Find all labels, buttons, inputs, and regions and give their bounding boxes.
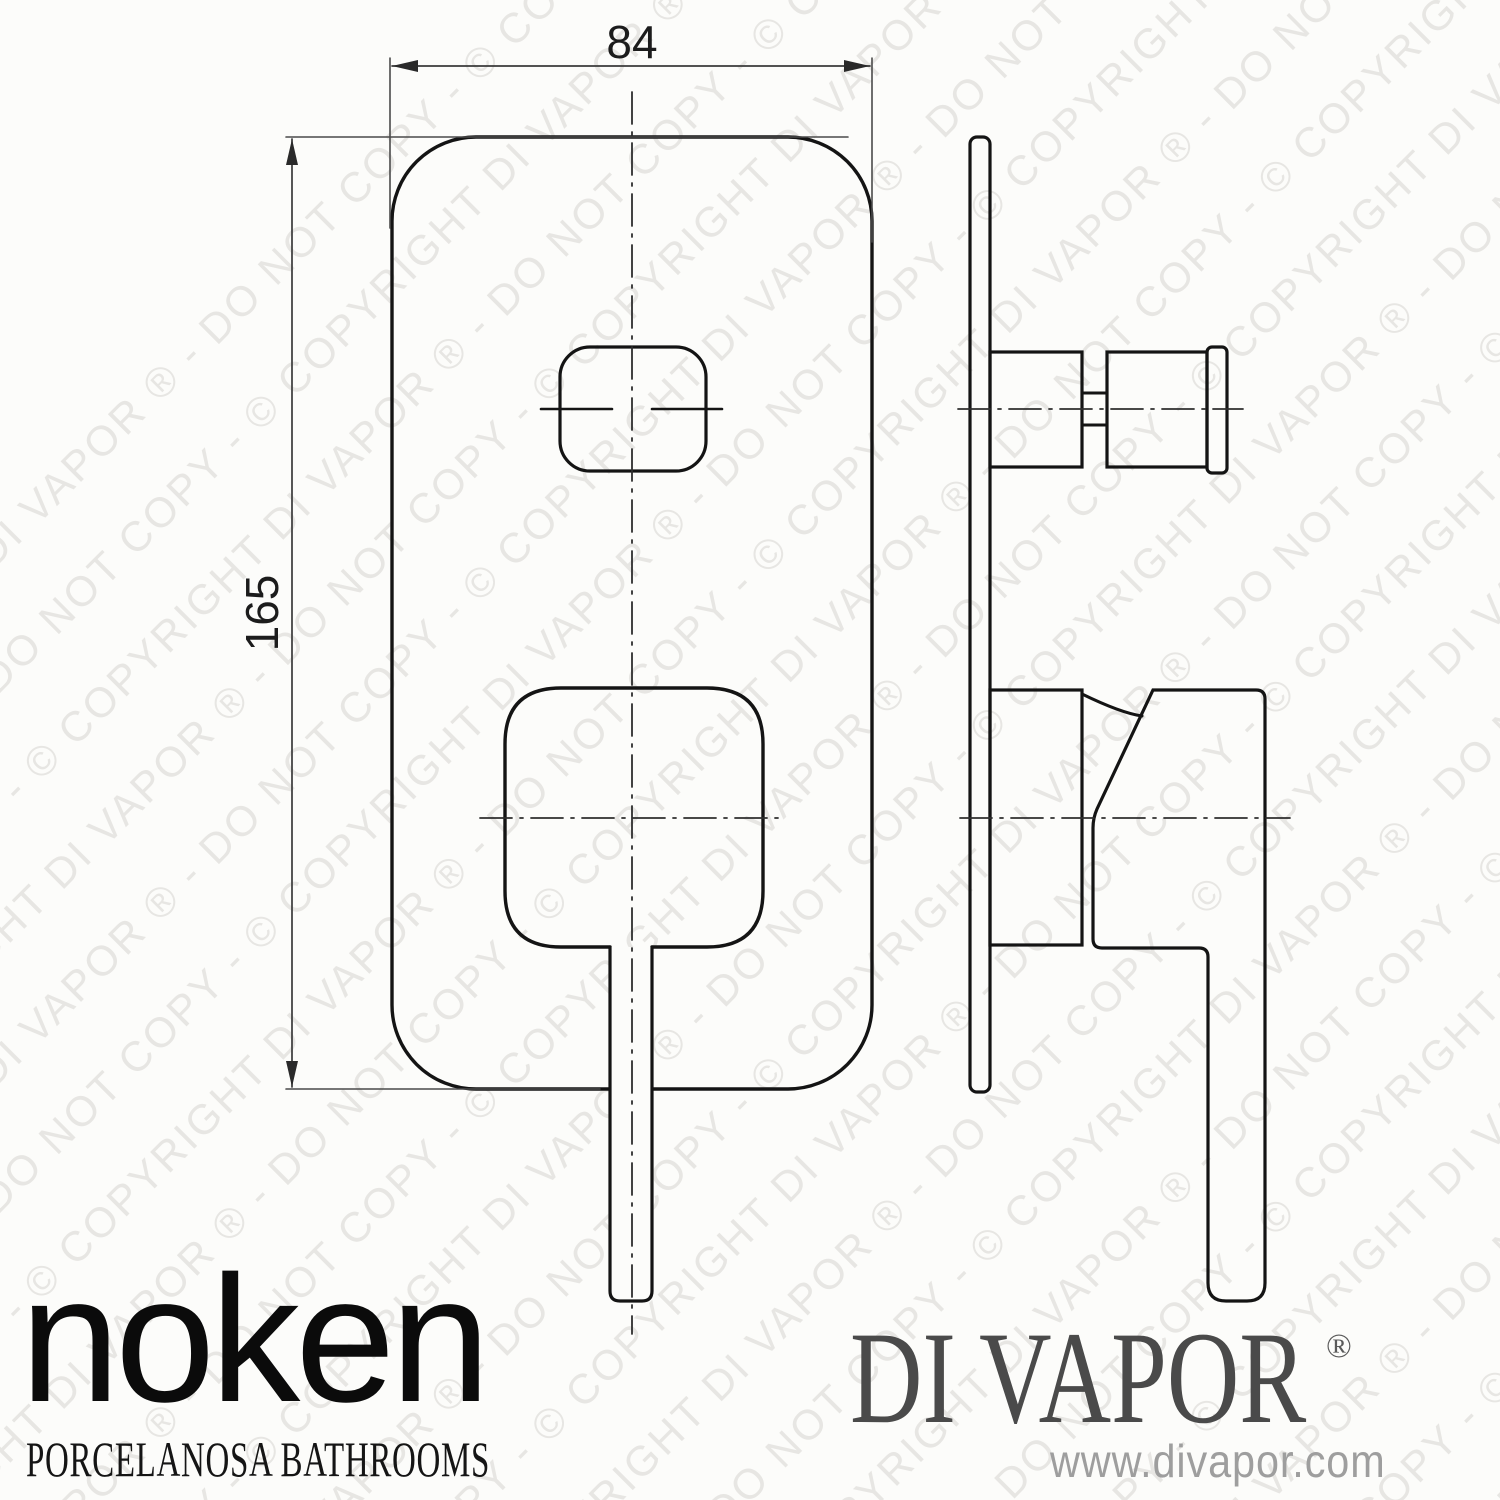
width-arrow-right	[844, 60, 870, 72]
dimension-height: 165	[236, 136, 849, 1090]
lever-side	[988, 688, 1267, 1303]
width-arrow-left	[392, 60, 418, 72]
width-dimension-label: 84	[606, 16, 657, 68]
divapor-url: www.divapor.com	[1050, 1435, 1386, 1487]
noken-logo: noken	[20, 1239, 490, 1440]
diverter-knob-side	[988, 345, 1229, 475]
noken-tagline: PORCELANOSA BATHROOMS	[26, 1431, 491, 1487]
lever-handle-front	[608, 945, 654, 1303]
divapor-logo: DI VAPOR	[850, 1304, 1307, 1451]
height-dimension-label: 165	[236, 575, 288, 652]
side-view	[957, 135, 1291, 1303]
lever-body-side	[1091, 688, 1267, 1303]
lever-escutcheon	[503, 686, 765, 949]
height-arrow-top	[286, 139, 298, 165]
height-arrow-bottom	[286, 1061, 298, 1087]
registered-trademark-symbol: ®	[1326, 1328, 1352, 1365]
dimension-width: 84	[389, 16, 873, 243]
front-view	[390, 91, 874, 1335]
knob-end-cap	[1205, 345, 1229, 475]
lever-pivot-curve	[1080, 692, 1144, 718]
side-plate-outline	[968, 135, 992, 1094]
